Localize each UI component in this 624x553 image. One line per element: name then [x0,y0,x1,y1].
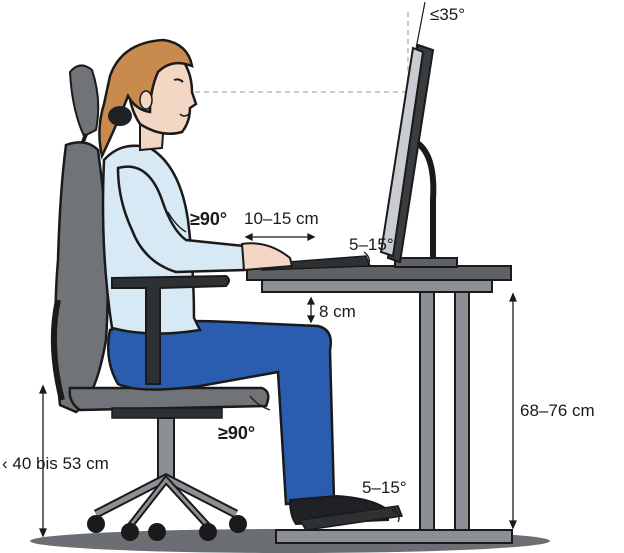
arrowhead [510,521,516,528]
gas-cylinder [158,418,174,478]
arrowhead [308,234,314,240]
arrowhead [246,234,252,240]
arrowhead [40,386,46,393]
desk-foot [276,530,512,543]
seat-height-label: ‹ 40 bis 53 cm [2,455,109,472]
arrowhead [308,316,314,322]
ear [140,91,152,109]
elbow-angle-label: ≥90° [190,210,227,228]
caster-wheel [121,523,139,541]
chair-headrest [70,65,98,136]
hair-tie [108,106,132,126]
desk-frame [262,280,492,292]
eye-level-guide [195,8,408,92]
caster-wheel [199,523,217,541]
monitor-base [395,258,457,267]
chair-backrest [55,142,107,412]
caster-wheel [148,523,166,541]
desk-leg-front [420,292,434,532]
knee-angle-label: ≥90° [218,424,255,442]
chair-seat [70,388,269,410]
keyboard-tilt-label: 5–15° [349,236,394,253]
arrowhead [308,298,314,304]
caster-wheel [229,515,247,533]
monitor-tilt-label: ≤35° [430,6,465,23]
caster-wheel [87,515,105,533]
hand [242,243,292,270]
desk-height-label: 68–76 cm [520,402,595,419]
elbow-distance-label: 10–15 cm [244,210,319,227]
leg-clearance-label: 8 cm [319,303,356,320]
monitor [381,45,457,267]
arrowhead [40,529,46,536]
desk-leg-back [455,292,469,532]
footrest-tilt-label: 5–15° [362,479,407,496]
seat-mechanism [112,408,222,418]
arrowhead [510,294,516,301]
